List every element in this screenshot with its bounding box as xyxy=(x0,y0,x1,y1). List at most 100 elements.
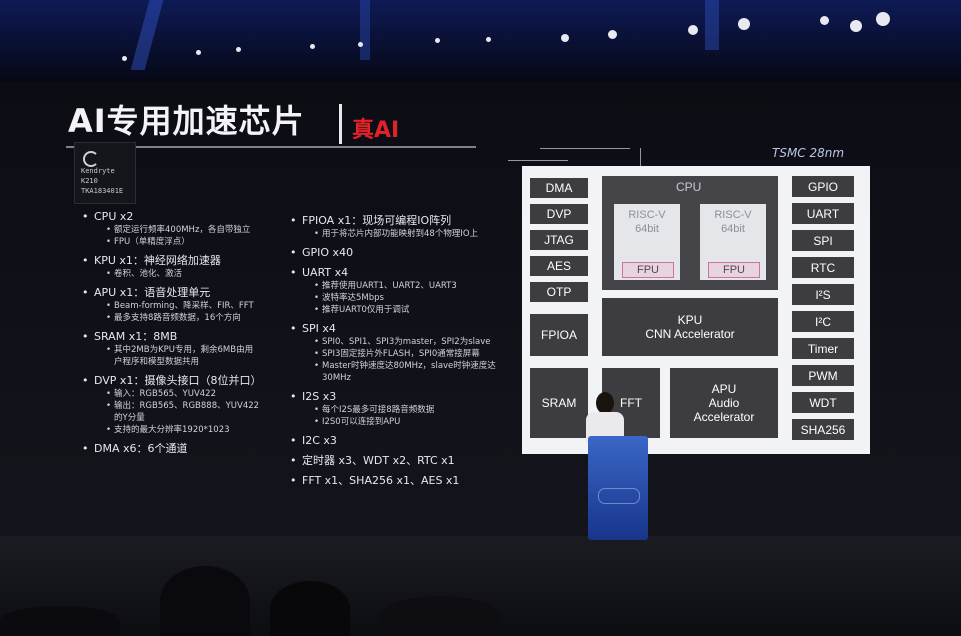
audience-silhouette xyxy=(0,606,120,636)
spec-item: I2C x3 xyxy=(302,434,522,448)
stage-light xyxy=(236,47,241,52)
spec-detail: 推荐UART0仅用于调试 xyxy=(314,304,522,316)
spec-detail: 每个I2S最多可接8路音频数据 xyxy=(314,404,522,416)
block-rtc: RTC xyxy=(792,257,854,278)
stage-light xyxy=(876,12,890,26)
apu-block: APU Audio Accelerator xyxy=(670,368,778,438)
title-separator xyxy=(339,104,342,144)
spec-detail: 30MHz xyxy=(322,373,352,383)
spec-detail: 支持的最大分辨率1920*1023 xyxy=(106,424,294,436)
fpioa-block: FPIOA xyxy=(530,314,588,356)
spec-heading: FFT x1、SHA256 x1、AES x1 xyxy=(302,474,522,488)
spec-item: I2S x3每个I2S最多可接8路音频数据I2S0可以连接到APU xyxy=(302,390,522,428)
stage-light xyxy=(850,20,862,32)
spec-detail: Beam-forming、降采样、FIR、FFT xyxy=(106,300,294,312)
spec-item: CPU x2额定运行频率400MHz，各自带独立FPU（单精度浮点） xyxy=(94,210,294,248)
spec-heading: APU x1：语音处理单元 xyxy=(94,286,294,300)
core-bits: 64bit xyxy=(721,223,745,235)
fpu-block-2: FPU xyxy=(708,262,760,278)
chip-serial: TKA183401E xyxy=(81,187,124,195)
spec-detail: FPU（单精度浮点） xyxy=(106,236,294,248)
stage-light xyxy=(608,30,617,39)
stage-light xyxy=(358,42,363,47)
spec-item: UART x4推荐使用UART1、UART2、UART3波特率达5Mbps推荐U… xyxy=(302,266,522,316)
kpu-subtitle: CNN Accelerator xyxy=(645,327,735,341)
spec-detail: 的Y分量 xyxy=(114,413,145,423)
spec-detail: 输出：RGB565、RGB888、YUV422 xyxy=(106,400,294,412)
light-beam-mid xyxy=(360,0,370,60)
block-spi: SPI xyxy=(792,230,854,251)
stage-light xyxy=(486,37,491,42)
spec-heading: I2S x3 xyxy=(302,390,522,404)
apu-line2: Audio xyxy=(708,396,740,410)
stage-light xyxy=(820,16,829,25)
connector-line xyxy=(540,148,630,149)
spec-detail: 其中2MB为KPU专用，剩余6MB由用 xyxy=(106,344,294,356)
block-wdt: WDT xyxy=(792,392,854,413)
stage-light xyxy=(561,34,569,42)
connector-line xyxy=(640,148,641,166)
core-bits: 64bit xyxy=(635,223,659,235)
spec-detail: I2S0可以连接到APU xyxy=(314,416,522,428)
spec-detail: SPI3固定接片外FLASH，SPI0通常接屏幕 xyxy=(314,348,522,360)
spec-detail: 最多支持8路音频数据，16个方向 xyxy=(106,312,294,324)
process-label: TSMC 28nm xyxy=(772,146,845,160)
spec-detail: 输入：RGB565、YUV422 xyxy=(106,388,294,400)
block-sha256: SHA256 xyxy=(792,419,854,440)
kpu-block: KPU CNN Accelerator xyxy=(602,298,778,356)
audience-silhouette xyxy=(270,581,350,636)
stage-light xyxy=(435,38,440,43)
connector-line xyxy=(508,160,568,161)
cpu-block: CPU RISC-V 64bit FPU RISC-V 64bit FPU xyxy=(602,176,778,290)
kendryte-logo-icon xyxy=(83,151,99,167)
apu-line3: Accelerator xyxy=(693,410,755,424)
spec-heading: DMA x6：6个通道 xyxy=(94,442,294,456)
block-aes: AES xyxy=(530,256,588,276)
sram-block: SRAM xyxy=(530,368,588,438)
spec-detail: 波特率达5Mbps xyxy=(314,292,522,304)
spec-item: DVP x1：摄像头接口（8位并口）输入：RGB565、YUV422输出：RGB… xyxy=(94,374,294,436)
spec-item: 定时器 x3、WDT x2、RTC x1 xyxy=(302,454,522,468)
title-underline xyxy=(66,146,476,148)
chip-model: K210 xyxy=(81,177,98,185)
spec-detail: 用于将芯片内部功能映射到48个物理IO上 xyxy=(314,228,522,240)
spec-item: FFT x1、SHA256 x1、AES x1 xyxy=(302,474,522,488)
spec-heading: GPIO x40 xyxy=(302,246,522,260)
block-jtag: JTAG xyxy=(530,230,588,250)
spec-item: APU x1：语音处理单元Beam-forming、降采样、FIR、FFT最多支… xyxy=(94,286,294,324)
spec-detail: 额定运行频率400MHz，各自带独立 xyxy=(106,224,294,236)
spec-item: FPIOA x1：现场可编程IO阵列用于将芯片内部功能映射到48个物理IO上 xyxy=(302,214,522,240)
spec-heading: DVP x1：摄像头接口（8位并口） xyxy=(94,374,294,388)
podium-logo xyxy=(598,488,640,504)
block-gpio: GPIO xyxy=(792,176,854,197)
core-name: RISC-V xyxy=(714,209,752,221)
speaker-head xyxy=(596,392,614,414)
spec-item: GPIO x40 xyxy=(302,246,522,260)
core-name: RISC-V xyxy=(628,209,666,221)
light-beam-right xyxy=(705,0,719,50)
block-timer: Timer xyxy=(792,338,854,359)
spec-detail: SPI0、SPI1、SPI3为master，SPI2为slave xyxy=(314,336,522,348)
block-ic: I²C xyxy=(792,311,854,332)
spec-detail: Master时钟速度达80MHz，slave时钟速度达 xyxy=(314,360,522,372)
spec-heading: 定时器 x3、WDT x2、RTC x1 xyxy=(302,454,522,468)
fpu-block-1: FPU xyxy=(622,262,674,278)
block-dvp: DVP xyxy=(530,204,588,224)
spec-heading: CPU x2 xyxy=(94,210,294,224)
block-otp: OTP xyxy=(530,282,588,302)
spec-heading: I2C x3 xyxy=(302,434,522,448)
slide-title: AI专用加速芯片 xyxy=(68,102,305,140)
spec-list-right: FPIOA x1：现场可编程IO阵列用于将芯片内部功能映射到48个物理IO上 GP… xyxy=(302,214,522,494)
spec-heading: FPIOA x1：现场可编程IO阵列 xyxy=(302,214,522,228)
kpu-title: KPU xyxy=(677,313,703,327)
spec-list-left: CPU x2额定运行频率400MHz，各自带独立FPU（单精度浮点） KPU x1… xyxy=(94,210,294,462)
audience-silhouette xyxy=(160,566,250,636)
block-pwm: PWM xyxy=(792,365,854,386)
stage-light xyxy=(738,18,750,30)
spec-item: SPI x4SPI0、SPI1、SPI3为master，SPI2为slaveSP… xyxy=(302,322,522,384)
block-is: I²S xyxy=(792,284,854,305)
audience-silhouette xyxy=(380,596,500,636)
cpu-label: CPU xyxy=(676,180,702,194)
spec-heading: KPU x1：神经网络加速器 xyxy=(94,254,294,268)
spec-item: KPU x1：神经网络加速器卷积、池化、激活 xyxy=(94,254,294,280)
